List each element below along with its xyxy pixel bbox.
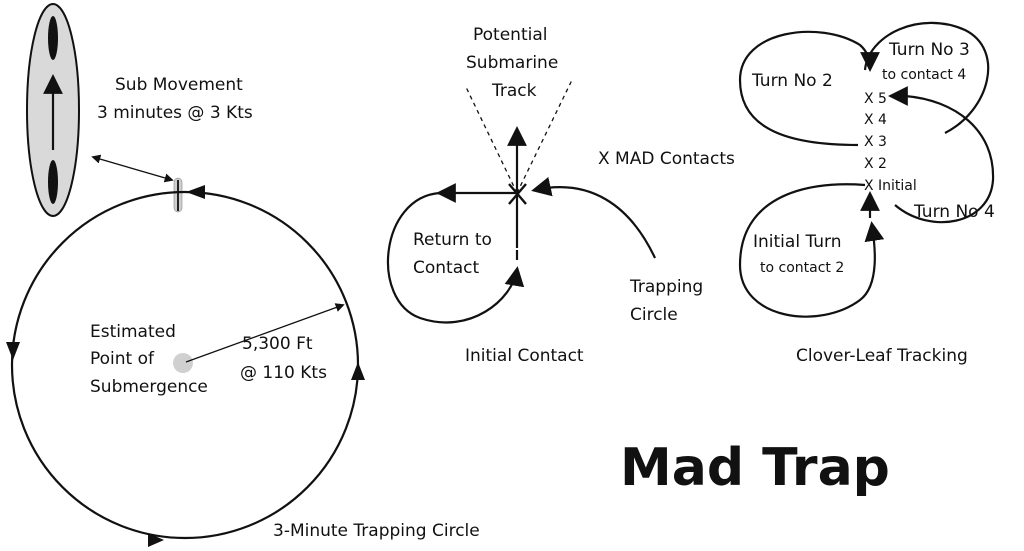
clover-leaf-panel: Turn No 2 Turn No 3 to contact 4 Turn No… xyxy=(738,21,995,366)
potential-track-right xyxy=(516,79,573,194)
estimated-label-2: Point of xyxy=(90,349,155,369)
trapping-label-1: Trapping xyxy=(629,277,703,297)
turn3-label-2: to contact 4 xyxy=(882,67,966,83)
sub-movement-ellipse xyxy=(26,3,80,217)
trapping-arc xyxy=(531,176,656,259)
return-label-2: Contact xyxy=(413,258,479,278)
turn4-label: Turn No 4 xyxy=(913,202,995,222)
contact-2: X 2 xyxy=(864,156,887,172)
submergence-point xyxy=(173,353,193,373)
sub-movement-label-2: 3 minutes @ 3 Kts xyxy=(97,103,253,123)
sub-position-marker xyxy=(173,177,183,213)
potential-label-1: Potential xyxy=(473,25,547,45)
return-loop xyxy=(387,191,525,324)
potential-label-3: Track xyxy=(491,81,537,101)
initial-contact-caption: Initial Contact xyxy=(465,346,584,366)
initial-turn-loop xyxy=(738,183,885,318)
mad-contacts-label: X MAD Contacts xyxy=(598,149,735,169)
turn3-loop xyxy=(863,21,990,134)
diagram-title: Mad Trap xyxy=(620,438,890,498)
contact-4: X 4 xyxy=(864,112,887,128)
circle-arrow-top xyxy=(186,185,205,199)
initial-turn-label-1: Initial Turn xyxy=(753,232,842,252)
radius-label-1: 5,300 Ft xyxy=(242,334,313,354)
circle-arrow-left xyxy=(6,342,20,360)
sub-movement-label-1: Sub Movement xyxy=(115,75,243,95)
turn4-loop xyxy=(888,86,995,224)
return-label-1: Return to xyxy=(413,230,492,250)
initial-turn-label-2: to contact 2 xyxy=(760,260,844,276)
trapping-circle-caption: 3-Minute Trapping Circle xyxy=(273,521,480,541)
contact-3: X 3 xyxy=(864,134,887,150)
estimated-label-3: Submergence xyxy=(90,377,208,397)
circle-arrow-bottom xyxy=(148,533,164,547)
sub-movement-pointer xyxy=(91,154,174,183)
circle-arrow-right xyxy=(351,362,365,380)
estimated-label-1: Estimated xyxy=(90,322,176,342)
turn2-label: Turn No 2 xyxy=(751,71,833,91)
trapping-circle-panel: Sub Movement 3 minutes @ 3 Kts Estimated… xyxy=(6,3,480,547)
potential-label-2: Submarine xyxy=(466,53,558,73)
radius-pointer xyxy=(185,303,345,363)
contact-5: X 5 xyxy=(864,91,887,107)
turn2-loop xyxy=(738,30,880,147)
contact-initial: X Initial xyxy=(864,178,917,194)
turn3-label-1: Turn No 3 xyxy=(888,40,970,60)
potential-track-left xyxy=(464,84,518,194)
trapping-label-2: Circle xyxy=(630,305,678,325)
radius-label-2: @ 110 Kts xyxy=(240,363,327,383)
initial-contact-panel: Potential Submarine Track Return to Cont… xyxy=(387,25,703,366)
clover-leaf-caption: Clover-Leaf Tracking xyxy=(796,346,968,366)
